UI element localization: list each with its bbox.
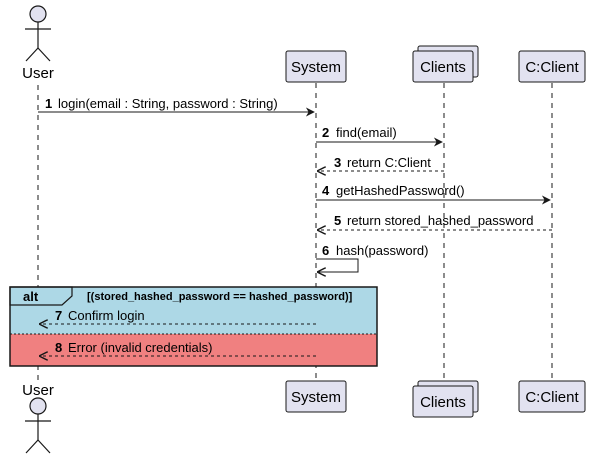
user-actor-bottom: User	[22, 382, 54, 454]
alt-keyword: alt	[23, 289, 39, 304]
client-participant-top: C:Client	[518, 50, 586, 83]
message-1-number: 1	[45, 96, 52, 111]
message-7-label: Confirm login	[68, 308, 145, 323]
client-participant-label-top: C:Client	[525, 59, 579, 76]
message-3-number: 3	[334, 155, 341, 170]
message-5-label: return stored_hashed_password	[347, 213, 533, 228]
user-leg-right-icon-bottom	[37, 439, 51, 454]
alt-guard: [(stored_hashed_password == hashed_passw…	[87, 291, 353, 303]
user-leg-left-icon-bottom	[25, 439, 39, 454]
clients-collection-top: Clients	[412, 45, 479, 83]
clients-collection-bottom: Clients	[412, 380, 479, 418]
message-6-label: hash(password)	[336, 243, 429, 258]
clients-participant-label-bottom: Clients	[420, 394, 466, 411]
user-actor-label-bottom: User	[22, 382, 54, 399]
client-participant-label-bottom: C:Client	[525, 389, 579, 406]
system-participant-top: System	[285, 50, 347, 83]
alt-tab	[9, 286, 73, 306]
alt-success-region	[10, 287, 377, 334]
message-2-number: 2	[322, 125, 329, 140]
user-actor-label-top: User	[22, 65, 54, 82]
alt-error-region	[10, 334, 377, 366]
message-8-number: 8	[55, 340, 62, 355]
user-leg-right-icon	[37, 47, 51, 62]
message-7-number: 7	[55, 308, 62, 323]
system-participant-label-bottom: System	[291, 389, 341, 406]
user-actor-top: User	[22, 5, 54, 82]
message-2-label: find(email)	[336, 125, 397, 140]
user-leg-left-icon	[25, 47, 39, 62]
system-participant-bottom: System	[285, 380, 347, 413]
message-3-label: return C:Client	[347, 155, 431, 170]
message-6-arrow	[316, 258, 359, 272]
message-4-number: 4	[322, 183, 330, 198]
alt-fragment	[9, 286, 378, 367]
message-1-label: login(email : String, password : String)	[58, 96, 278, 111]
system-participant-label-top: System	[291, 59, 341, 76]
message-4-label: getHashedPassword()	[336, 183, 465, 198]
clients-participant-label-top: Clients	[420, 59, 466, 76]
user-head-icon-bottom	[29, 397, 47, 415]
client-participant-bottom: C:Client	[518, 380, 586, 413]
message-5-number: 5	[334, 213, 341, 228]
message-6-number: 6	[322, 243, 329, 258]
user-head-icon	[29, 5, 47, 23]
message-8-label: Error (invalid credentials)	[68, 340, 213, 355]
